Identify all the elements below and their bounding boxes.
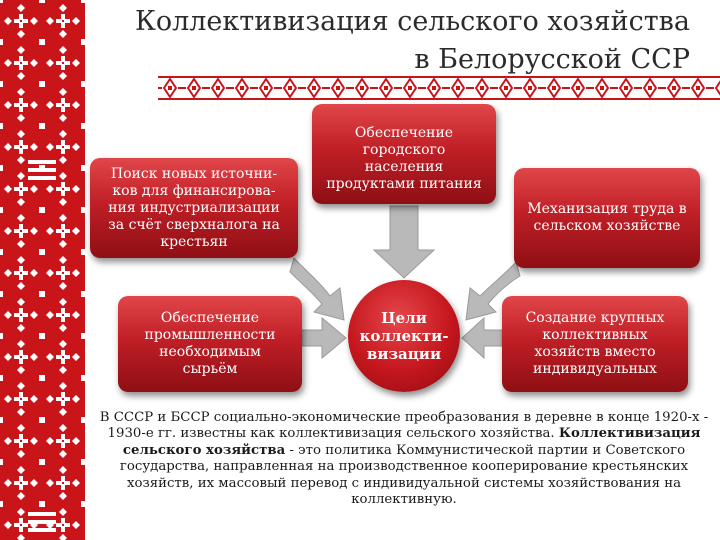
goal-box-collective-farms: Создание крупных коллективных хозяйств в… [502,296,688,392]
arrow-right-bottom-icon [461,316,503,360]
goal-box-food-supply-text: Обеспечение городского населения продукт… [326,125,482,192]
ornament-strip-left [0,0,85,540]
goal-box-financing: Поиск новых источни- ков для финансирова… [90,158,298,258]
arrow-left-bottom-icon [301,316,347,360]
arrow-top-down-icon [372,205,436,279]
goal-box-financing-text: Поиск новых источни- ков для финансирова… [108,165,280,250]
goal-box-food-supply: Обеспечение городского населения продукт… [312,104,496,204]
ornament-pattern-icon [0,0,85,540]
center-goals-text: Цели коллекти- визации [359,309,449,363]
goal-box-mechanization: Механизация труда в сельском хозяйстве [514,168,700,268]
arrow-left-top-icon [289,257,345,321]
ornament-band-icon [158,76,720,100]
goal-box-raw-materials-text: Обеспечение промышленности необходимым с… [144,310,276,377]
paragraph-part1: В СССР и БССР социально-экономические пр… [99,410,709,442]
arrow-right-top-icon [465,261,521,321]
page-title-line2: в Белорусской ССР [414,44,690,75]
center-goals-circle: Цели коллекти- визации [348,280,460,392]
paragraph-part2: - это политика Коммунистической партии и… [119,442,689,508]
goal-box-collective-farms-text: Создание крупных коллективных хозяйств в… [525,310,665,377]
goal-box-raw-materials: Обеспечение промышленности необходимым с… [118,296,302,392]
paragraph-term: Коллективизация сельского хозяйства [122,426,701,458]
description-paragraph: В СССР и БССР социально-экономические пр… [96,410,712,508]
page-title-line1: Коллективизация сельского хозяйства [134,6,690,37]
goal-box-mechanization-text: Механизация труда в сельском хозяйстве [527,201,687,234]
